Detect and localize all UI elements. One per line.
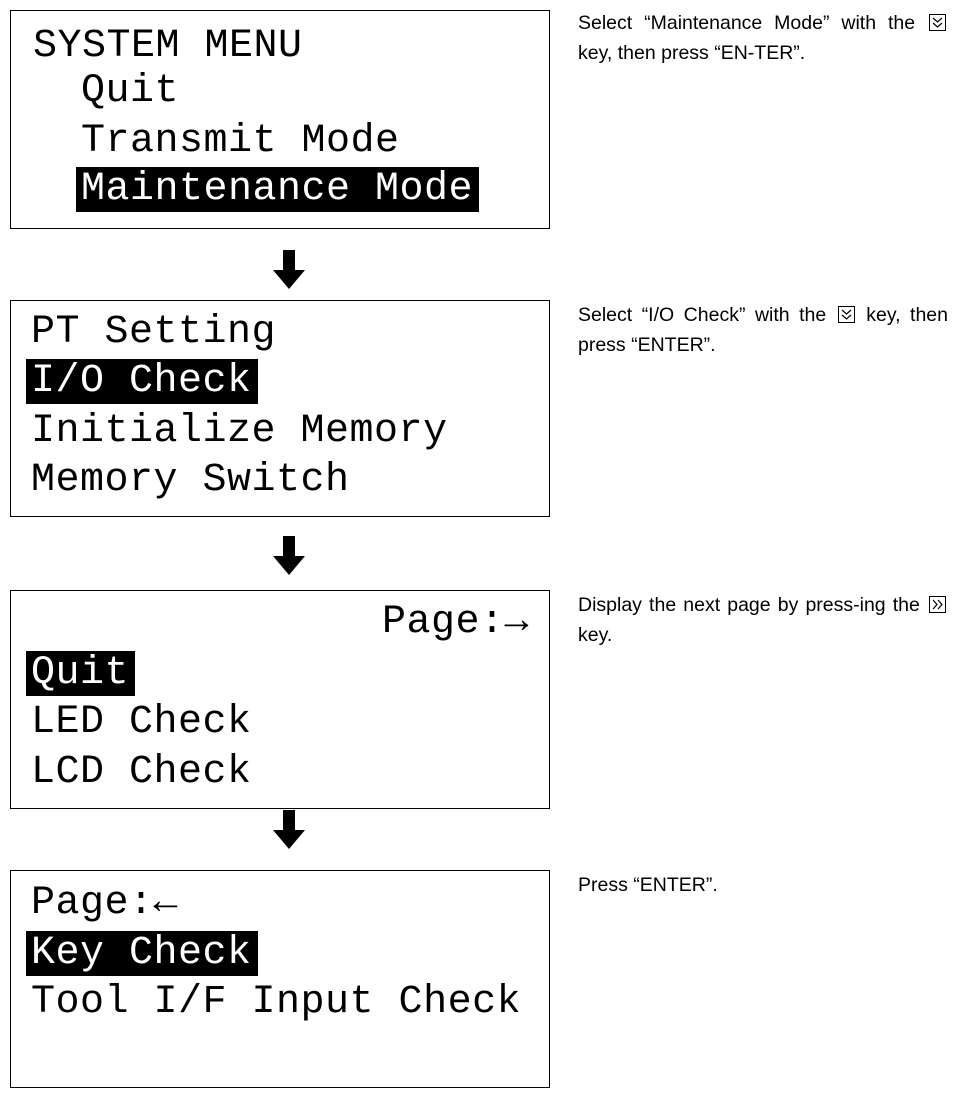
screen-line-selected: Maintenance Mode <box>76 165 480 215</box>
screen-line: PT Setting <box>31 310 277 355</box>
screen-line: LED Check <box>31 700 252 745</box>
instruction-text: Select “Maintenance Mode” with the key, … <box>578 8 948 68</box>
screen-line-selected: Key Check <box>26 929 258 979</box>
screen-line-selected: I/O Check <box>26 357 258 407</box>
screen-line: Memory Switch <box>31 458 350 503</box>
lcd-screen-system-menu: SYSTEM MENU Quit Transmit Mode Maintenan… <box>10 10 550 229</box>
down-arrow-icon <box>273 810 305 849</box>
instruction-text: Display the next page by press-ing the k… <box>578 590 948 650</box>
right-double-icon <box>929 596 946 613</box>
down-arrow-icon <box>273 250 305 289</box>
screen-line: Quit <box>81 69 180 114</box>
lcd-screen-io-check-page2: Page:← Key Check Tool I/F Input Check <box>10 870 550 1088</box>
screen-line: LCD Check <box>31 750 252 795</box>
lcd-screen-io-check-page1: Page:→ Quit LED Check LCD Check <box>10 590 550 809</box>
down-double-icon <box>929 14 946 31</box>
instruction-text: Press “ENTER”. <box>578 874 718 896</box>
screen-line: Initialize Memory <box>31 409 448 454</box>
screen-line: SYSTEM MENU <box>33 24 303 69</box>
page-indicator: Page:→ <box>381 600 529 645</box>
down-arrow-icon <box>273 536 305 575</box>
page-indicator: Page:← <box>31 881 179 926</box>
screen-line: Transmit Mode <box>81 119 400 164</box>
screen-line: Tool I/F Input Check <box>31 980 522 1025</box>
down-double-icon <box>837 306 855 323</box>
screen-line-selected: Quit <box>26 649 136 699</box>
lcd-screen-maintenance-menu: PT Setting I/O Check Initialize Memory M… <box>10 300 550 517</box>
instruction-text: Select “I/O Check” with the key, then pr… <box>578 304 948 356</box>
